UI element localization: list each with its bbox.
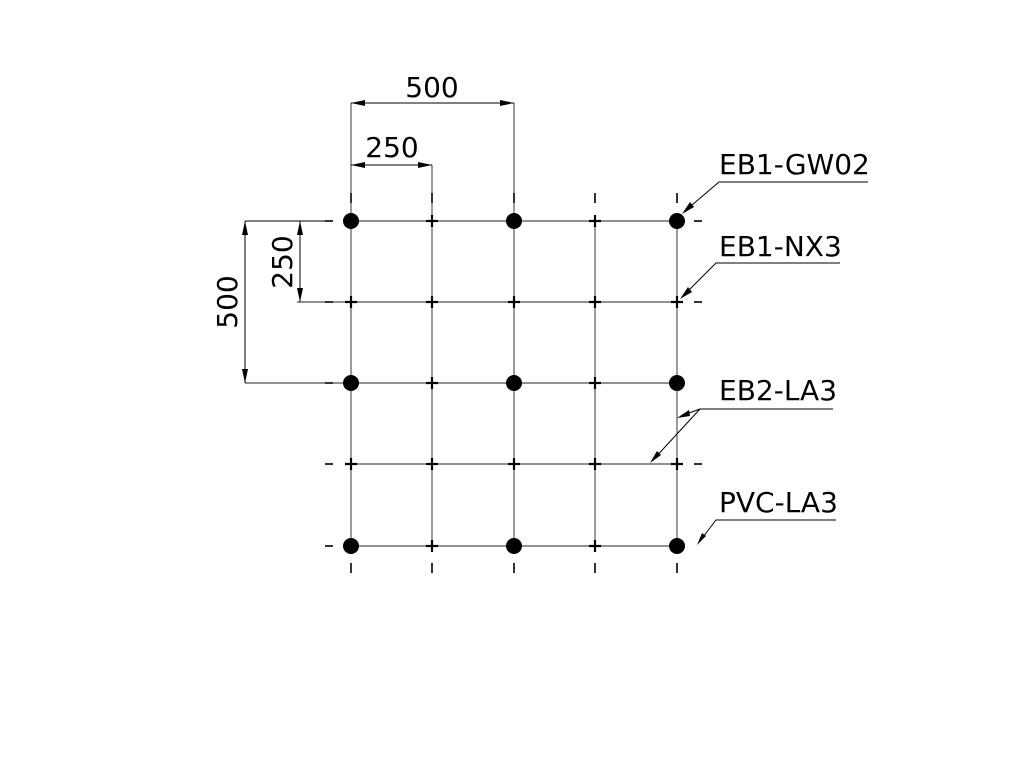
arrowhead [682, 202, 694, 214]
junction-cross [426, 458, 438, 470]
ground-rod-dot [669, 375, 685, 391]
arrowhead [650, 451, 661, 463]
callout-pvc-la3: PVC-LA3 [697, 486, 838, 545]
callout-label: PVC-LA3 [719, 486, 838, 519]
junction-cross [671, 458, 683, 470]
callout-eb1-gw02: EB1-GW02 [682, 148, 870, 214]
junction-cross [589, 458, 601, 470]
arrowhead [500, 100, 514, 106]
grid-lines [245, 103, 678, 547]
ground-rod-dot [506, 375, 522, 391]
arrowhead [297, 288, 303, 302]
callout-eb2-la3: EB2-LA3 [650, 374, 837, 463]
ground-rod-dot [506, 538, 522, 554]
dimension-top-inner: 250 [351, 131, 432, 168]
dimension-left-inner: 250 [266, 221, 303, 302]
dimension-label: 500 [211, 275, 244, 328]
dimension-left-outer: 500 [211, 220, 327, 383]
leader-line [682, 262, 840, 297]
junction-cross [345, 296, 357, 308]
junction-cross [508, 458, 520, 470]
arrowhead [680, 287, 692, 299]
ground-rod-dot [343, 538, 359, 554]
junction-cross [345, 458, 357, 470]
junction-cross [426, 377, 438, 389]
arrowhead [351, 100, 365, 106]
callout-label: EB1-GW02 [719, 148, 870, 181]
junction-cross [589, 296, 601, 308]
ground-rod-dot [669, 538, 685, 554]
callout-label: EB2-LA3 [719, 374, 837, 407]
leader-line [699, 519, 836, 542]
arrowhead [418, 162, 432, 168]
junction-cross [426, 215, 438, 227]
junction-cross [589, 215, 601, 227]
grid-nodes [343, 213, 685, 554]
arrowhead [297, 221, 303, 235]
dimension-label: 250 [266, 235, 299, 288]
junction-cross [589, 377, 601, 389]
junction-cross [426, 296, 438, 308]
callout-label: EB1-NX3 [719, 230, 842, 263]
ground-rod-dot [669, 213, 685, 229]
dimension-label: 500 [405, 71, 458, 104]
junction-cross [508, 296, 520, 308]
arrowhead [242, 369, 248, 383]
callout-eb1-nx3: EB1-NX3 [680, 230, 842, 299]
dimension-label: 250 [365, 131, 418, 164]
junction-cross [426, 540, 438, 552]
arrowhead [242, 221, 248, 235]
ground-rod-dot [343, 375, 359, 391]
leader-line [652, 408, 701, 461]
leader-line [684, 181, 868, 212]
junction-cross [589, 540, 601, 552]
arrowhead [351, 162, 365, 168]
arrowhead [697, 533, 706, 545]
arrowhead [677, 410, 690, 418]
ground-rod-dot [343, 213, 359, 229]
dimension-top-outer: 500 [351, 71, 514, 106]
junction-cross [671, 296, 683, 308]
ground-rod-dot [506, 213, 522, 229]
